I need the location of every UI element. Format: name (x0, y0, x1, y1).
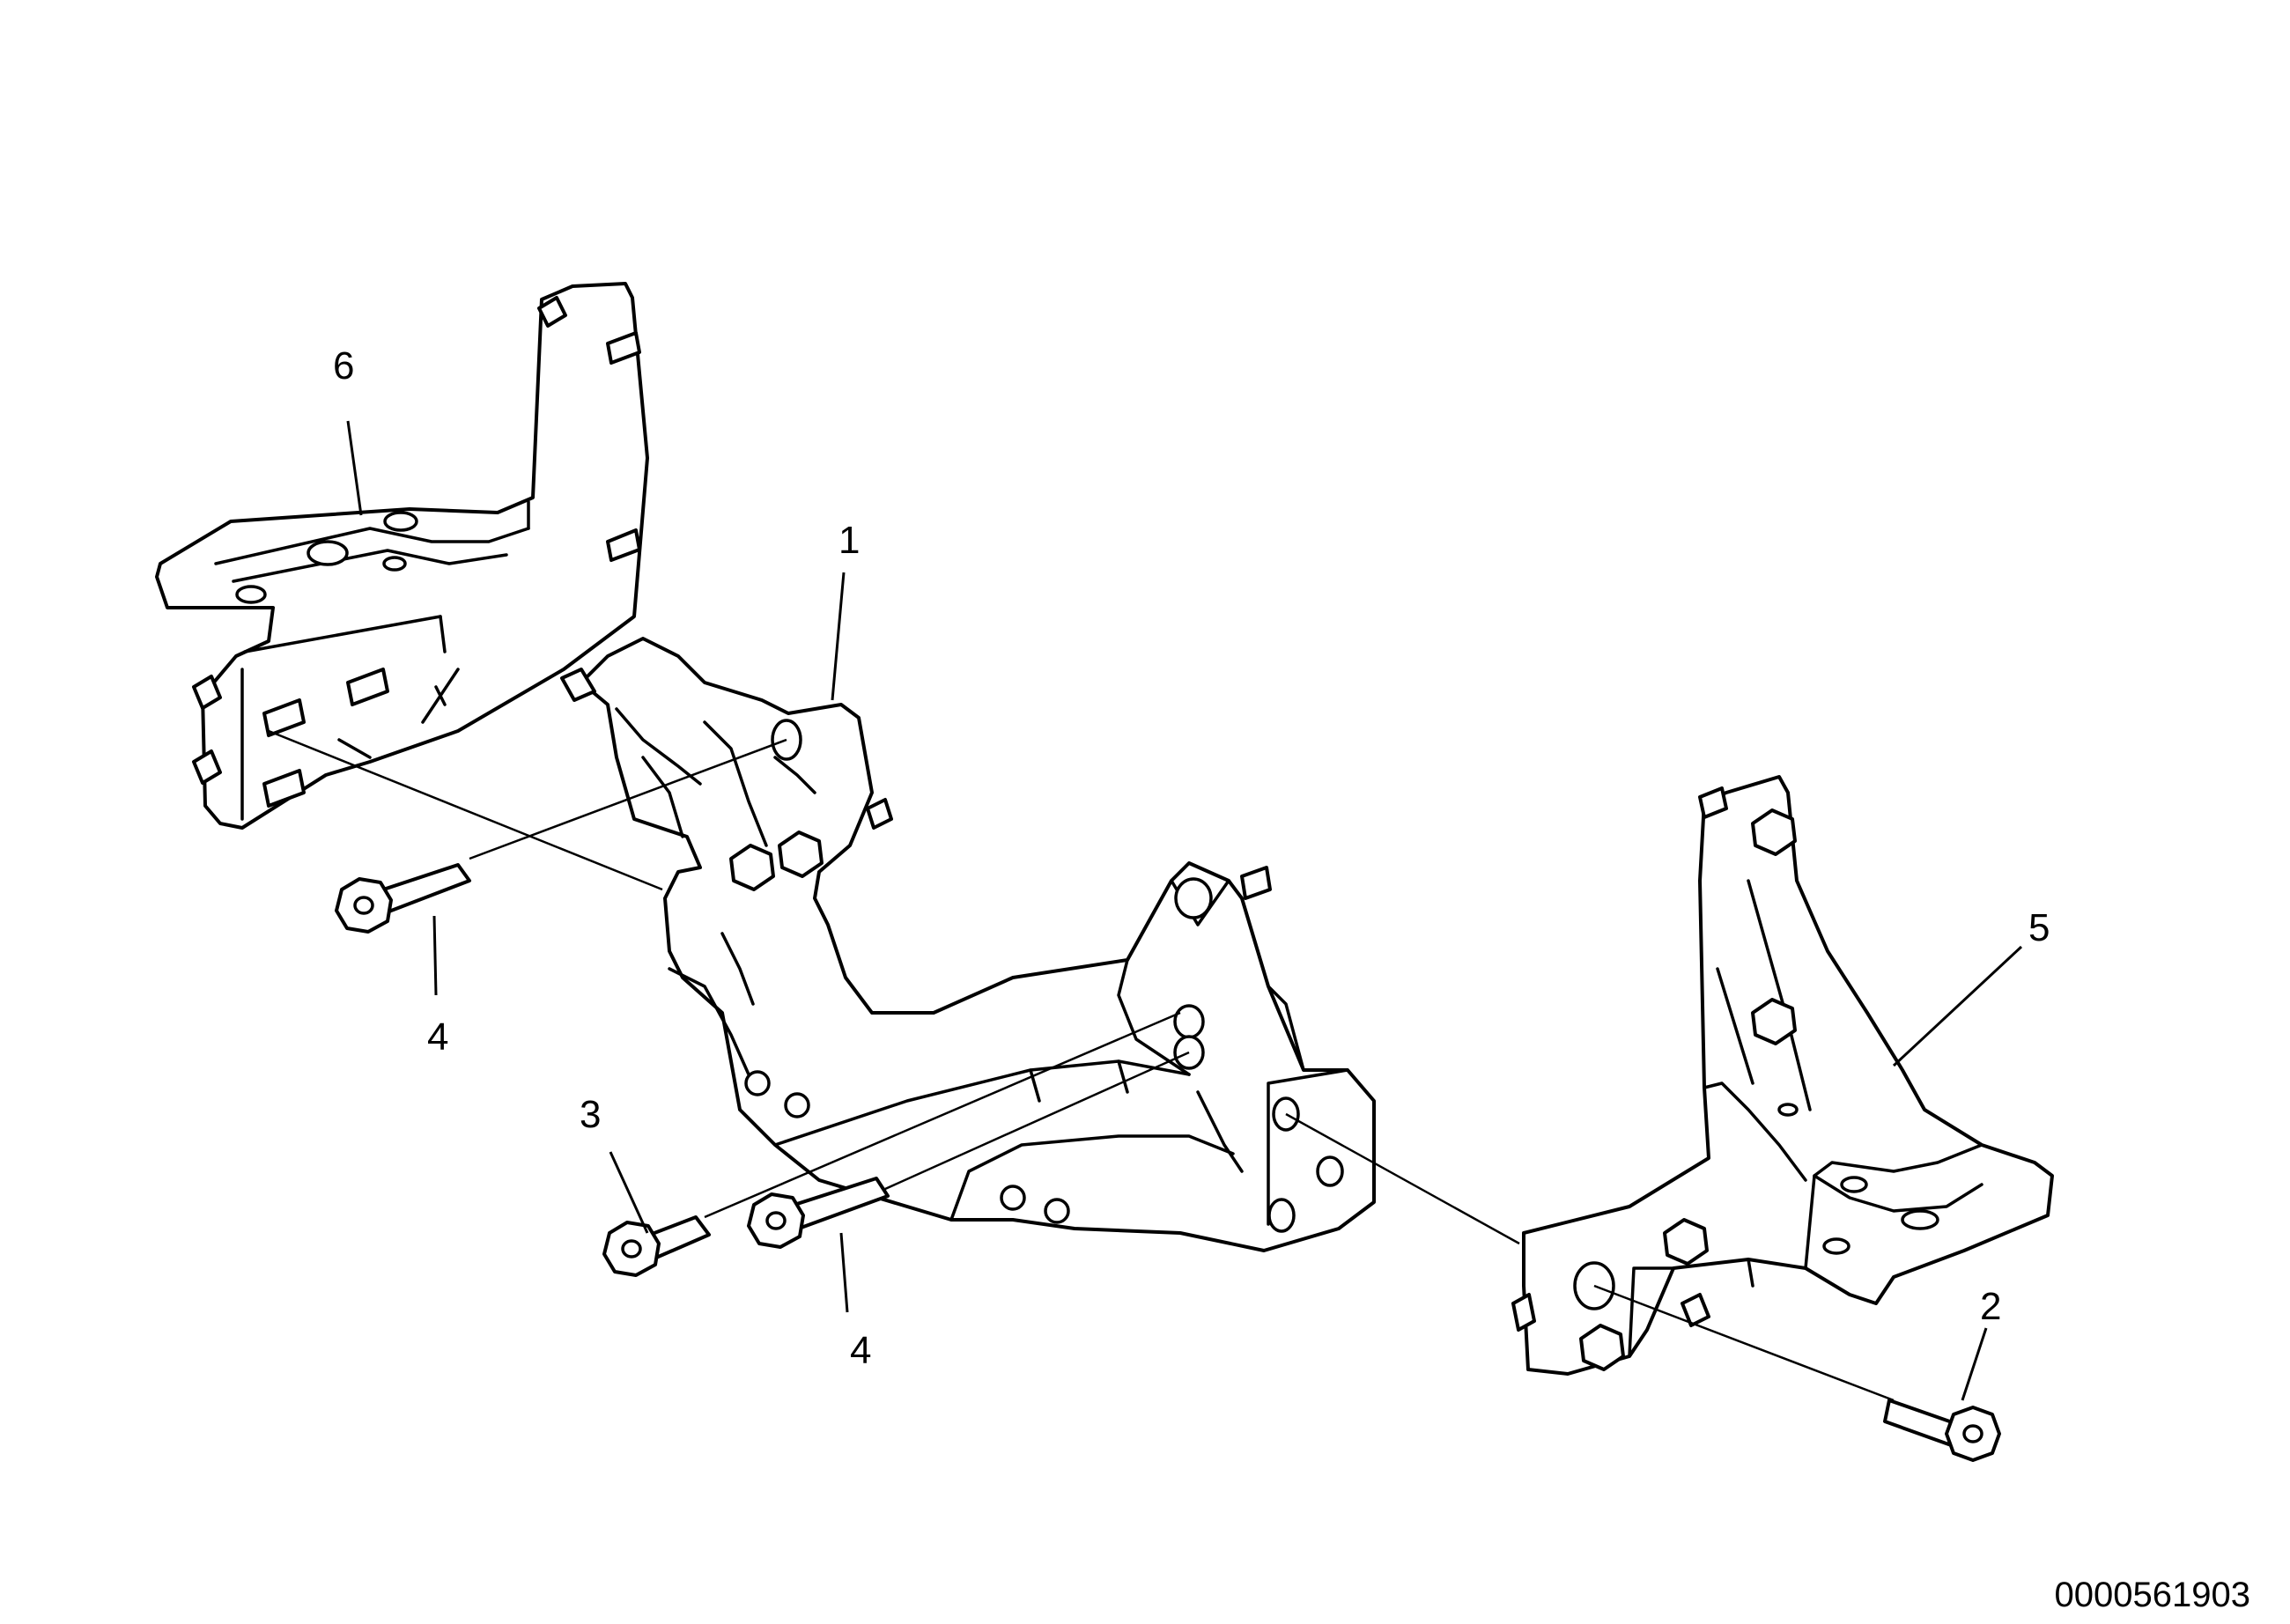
callout-4-lower: 4 (850, 1329, 871, 1372)
callout-6: 6 (333, 344, 354, 388)
part-1-main-support (560, 637, 1376, 1252)
leader-lines (346, 420, 2023, 1401)
part-5-right-bracket (1511, 775, 2054, 1376)
callout-4-upper: 4 (427, 1015, 448, 1059)
callout-2: 2 (1980, 1285, 2001, 1328)
bolt-2 (1883, 1399, 2001, 1462)
callout-5: 5 (2028, 906, 2050, 949)
assembly-axis-lines (268, 729, 1895, 1402)
callout-labels: 6 1 5 2 3 4 4 (333, 344, 2050, 1372)
bolt-4-upper (335, 863, 471, 934)
bolt-4-lower (747, 1177, 890, 1249)
callout-3: 3 (580, 1093, 601, 1136)
part-6-left-bracket (155, 282, 649, 830)
bolt-3 (602, 1215, 711, 1277)
document-number: 0000561903 (2055, 1576, 2250, 1614)
callout-1: 1 (838, 519, 860, 562)
